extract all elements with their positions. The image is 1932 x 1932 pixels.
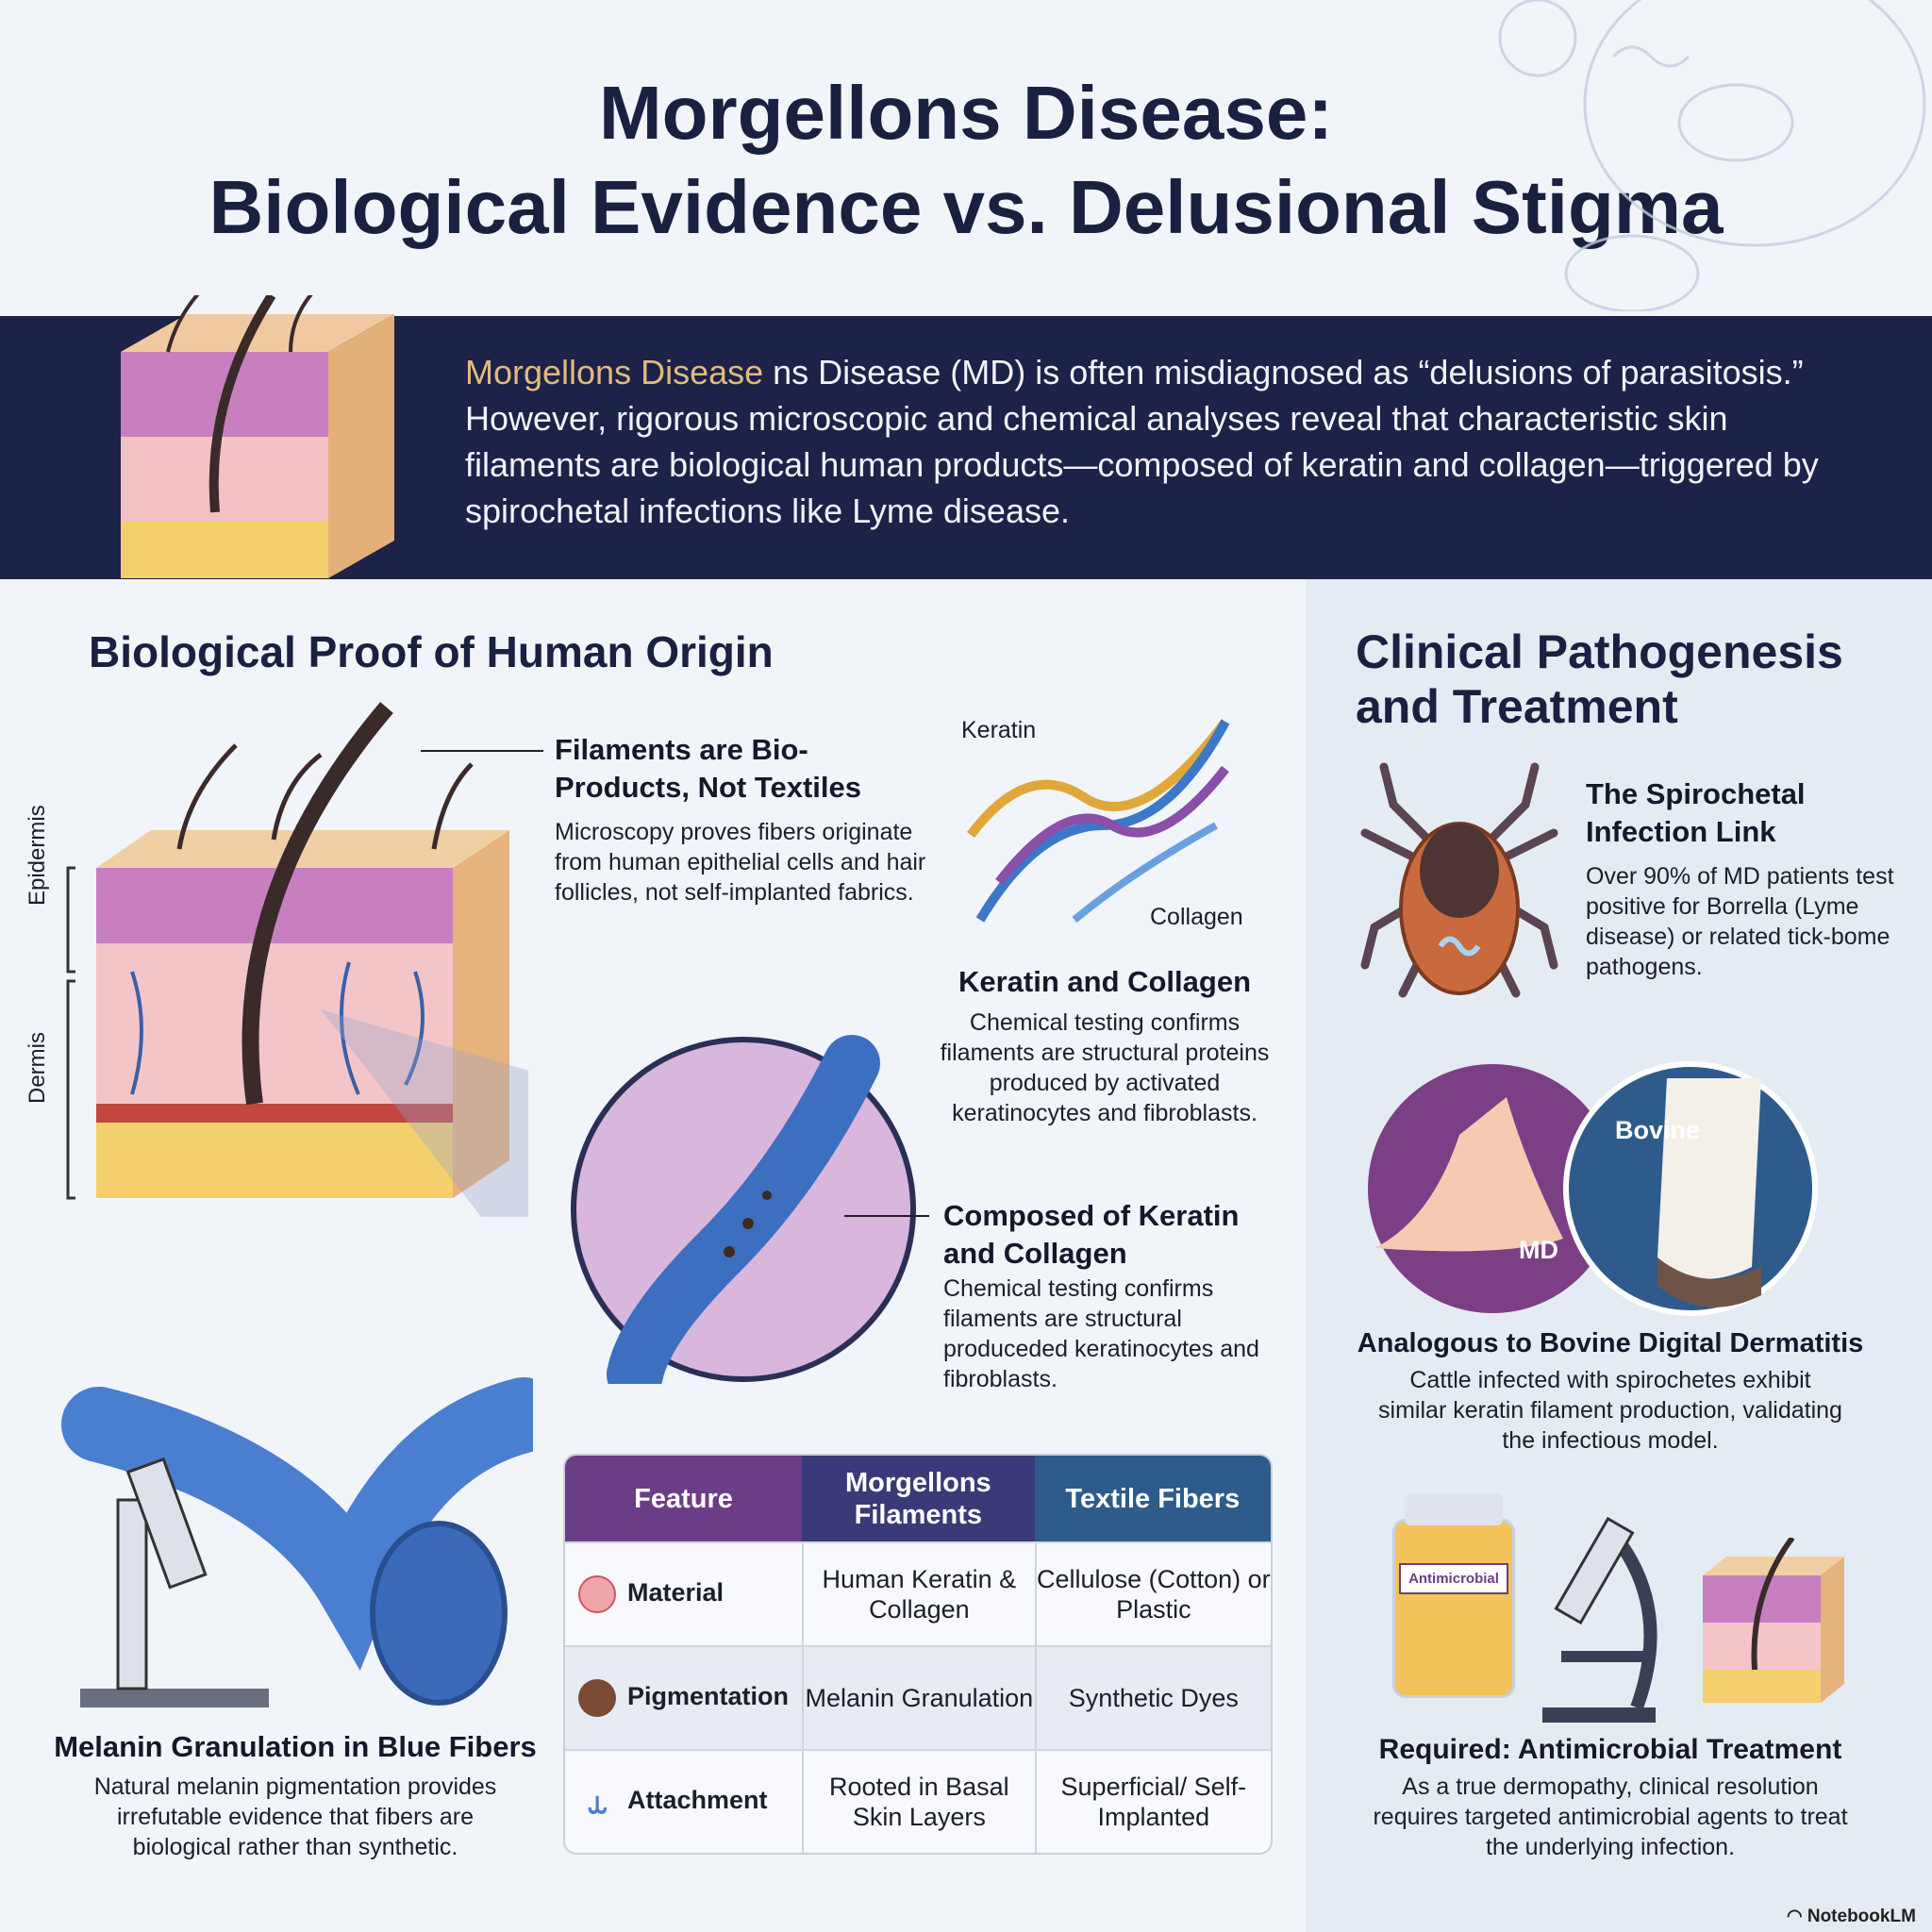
- comparison-table: Feature Morgellons Filaments Textile Fib…: [563, 1454, 1273, 1855]
- root-fiber-icon: ⥿: [587, 1782, 608, 1821]
- melanin-granule-icon: [578, 1679, 616, 1717]
- filaments-title: Filaments are Bio-Products, Not Textiles: [555, 733, 861, 804]
- treatment-title: Required: Antimicrobial Treatment: [1378, 1734, 1842, 1765]
- page-title: Morgellons Disease: Biological Evidence …: [208, 71, 1724, 249]
- callout-line: [844, 1215, 929, 1217]
- microscope-and-fiber-illustration: [61, 1377, 533, 1707]
- melanin-title: Melanin Granulation in Blue Fibers: [54, 1730, 537, 1763]
- table-row: ⥿Attachment Rooted in Basal Skin Layers …: [565, 1749, 1271, 1853]
- table-row: Pigmentation Melanin Granulation Synthet…: [565, 1645, 1271, 1749]
- melanin-body: Natural melanin pigmentation provides ir…: [93, 1774, 497, 1860]
- filaments-body: Microscopy proves fibers originate from …: [555, 819, 926, 906]
- bovine-title: Analogous to Bovine Digital Dermatitis: [1357, 1328, 1864, 1358]
- table-row: Material Human Keratin & Collagen Cellul…: [565, 1541, 1271, 1645]
- cell-background-decoration-icon: [1498, 0, 1926, 311]
- microscope-icon: [1542, 1516, 1657, 1723]
- md-label: MD: [1519, 1236, 1558, 1264]
- md-vs-bovine-illustration: [1368, 1061, 1818, 1316]
- spirochetal-body: Over 90% of MD patients test positive fo…: [1586, 863, 1894, 980]
- skin-sample-icon: [1703, 1538, 1844, 1703]
- spirochetal-title: The Spirochetal Infection Link: [1586, 777, 1806, 848]
- composed-body: Chemical testing confirms filaments are …: [943, 1275, 1259, 1392]
- skin-cross-section-illustration: [66, 702, 528, 1217]
- table-header-morgellons: Morgellons Filaments: [802, 1456, 1035, 1541]
- callout-line: [421, 750, 543, 752]
- bovine-body: Cattle infected with spirochetes exhibit…: [1378, 1367, 1842, 1454]
- bottle-label: Antimicrobial: [1399, 1563, 1508, 1594]
- antimicrobial-bottle-icon: Antimicrobial: [1392, 1493, 1515, 1698]
- composed-title: Composed of Keratin and Collagen: [943, 1199, 1240, 1270]
- keratin-label: Keratin: [961, 717, 1037, 743]
- epidermis-label: Epidermis: [25, 805, 50, 906]
- section-heading-clinical: Clinical Pathogenesis and Treatment: [1356, 625, 1843, 733]
- table-header-textile: Textile Fibers: [1034, 1456, 1271, 1541]
- table-header-feature: Feature: [565, 1456, 803, 1541]
- cell-icon: [578, 1575, 616, 1613]
- table-header-row: Feature Morgellons Filaments Textile Fib…: [565, 1456, 1271, 1541]
- keratin-collagen-title: Keratin and Collagen: [958, 965, 1252, 998]
- dermis-label: Dermis: [25, 1032, 50, 1104]
- notebooklm-brand: ◠ NotebookLM: [1787, 1907, 1916, 1926]
- magnified-filament-illustration: [571, 1035, 916, 1384]
- treatment-body: As a true dermopathy, clinical resolutio…: [1373, 1774, 1848, 1860]
- intro-text: Morgellons Disease ns Disease (MD) is of…: [465, 353, 1819, 530]
- collagen-label: Collagen: [1150, 904, 1243, 930]
- section-heading-biological-proof: Biological Proof of Human Origin: [89, 627, 774, 676]
- tick-illustration: [1360, 762, 1558, 998]
- skin-cross-section-small-icon: [121, 295, 394, 578]
- bovine-label: Bovine: [1615, 1116, 1701, 1144]
- dna-helix-illustration: [967, 718, 1230, 924]
- keratin-collagen-body: Chemical testing confirms filaments are …: [940, 1009, 1270, 1126]
- notebooklm-logo-icon: ◠: [1787, 1907, 1807, 1926]
